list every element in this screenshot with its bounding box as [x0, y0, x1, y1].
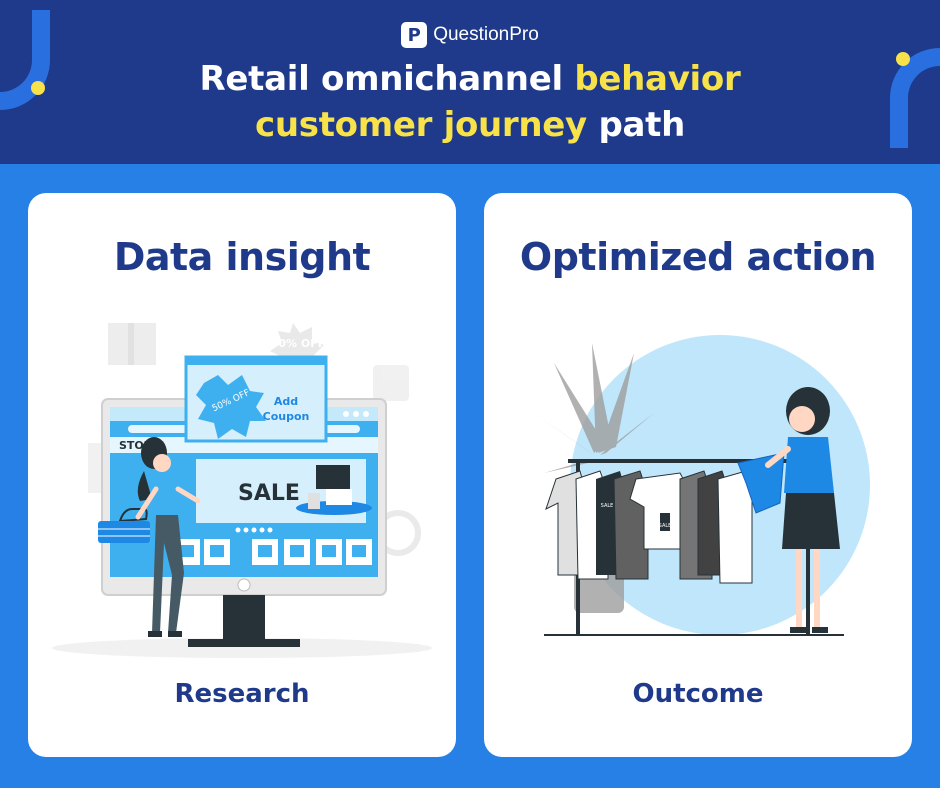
card-data-insight: Data insight 50% OFF STORE SALE: [28, 193, 456, 757]
coupon-text-coupon: Coupon: [263, 410, 310, 423]
tag-text-1: SALE: [601, 503, 614, 509]
brand-name: QuestionPro: [433, 24, 539, 45]
coupon-popup: 50% OFF Add Coupon: [184, 355, 328, 443]
card-heading: Data insight: [113, 235, 371, 279]
title-part-4: path: [586, 105, 685, 145]
card-optimized-action: Optimized action: [484, 193, 912, 757]
coupon-text-add: Add: [274, 395, 298, 408]
hanging-clothes: SALE SALE: [545, 470, 753, 584]
woman-figure: [737, 387, 840, 633]
research-illustration: 50% OFF STORE SALE: [52, 323, 432, 658]
tag-text-2: SALE: [659, 523, 672, 529]
shopper-figure: [98, 437, 201, 637]
page-title: Retail omnichannel behavior customer jou…: [0, 56, 940, 148]
title-part-1: Retail omnichannel: [199, 59, 575, 99]
decorative-dot-left: [31, 81, 45, 95]
floor-shadow: [52, 638, 432, 658]
questionpro-logo-icon: P: [401, 22, 428, 48]
title-highlight-2: customer journey: [255, 105, 587, 145]
sale-label: SALE: [238, 481, 300, 506]
outcome-illustration: SALE SALE: [534, 335, 870, 636]
header-banner: P QuestionPro Retail omnichannel behavio…: [0, 0, 940, 164]
background-badge-text: 50% OFF: [271, 337, 326, 350]
decorative-dot-right: [896, 52, 910, 66]
plant-leaves: [534, 343, 654, 473]
title-highlight-1: behavior: [574, 59, 741, 99]
card-heading: Optimized action: [519, 235, 877, 279]
brand: P QuestionPro: [0, 22, 940, 48]
card-caption: Outcome: [632, 679, 764, 709]
card-caption: Research: [174, 679, 310, 709]
